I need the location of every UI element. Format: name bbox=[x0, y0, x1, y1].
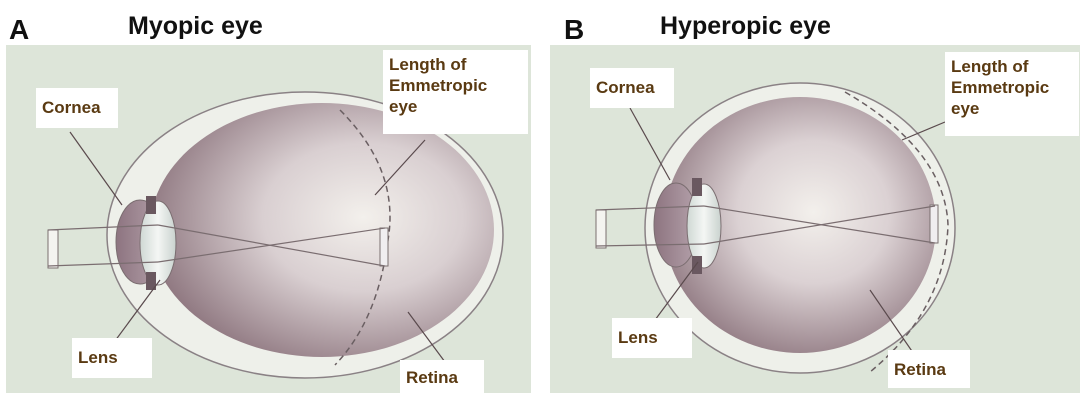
panel-a-length-line3: eye bbox=[389, 96, 522, 117]
panel-a-length-label: Length of Emmetropic eye bbox=[383, 50, 528, 134]
panel-a-lens-label: Lens bbox=[72, 338, 152, 378]
panel-a-length-line1: Length of bbox=[389, 54, 522, 75]
panel-b-lens-text: Lens bbox=[618, 327, 686, 348]
panel-b-cornea-label: Cornea bbox=[590, 68, 674, 108]
panel-a-retina-label: Retina bbox=[400, 360, 484, 394]
panel-b-cornea-text: Cornea bbox=[596, 77, 668, 98]
panel-b-length-label: Length of Emmetropic eye bbox=[945, 52, 1079, 136]
panel-b-iris-bottom bbox=[692, 256, 702, 274]
panel-a-length-line2: Emmetropic bbox=[389, 75, 522, 96]
panel-b-letter: B bbox=[564, 14, 584, 46]
panel-a-letter: A bbox=[9, 14, 29, 46]
panel-b-length-line2: Emmetropic bbox=[951, 77, 1073, 98]
panel-a-lens bbox=[140, 201, 176, 285]
panel-b-image bbox=[930, 205, 938, 243]
panel-a-iris-top bbox=[146, 196, 156, 214]
panel-a-cornea-text: Cornea bbox=[42, 97, 112, 118]
panel-a-title: Myopic eye bbox=[128, 12, 263, 41]
panel-a-retina-text: Retina bbox=[406, 367, 478, 388]
panel-b-iris-top bbox=[692, 178, 702, 196]
panel-b-retina-label: Retina bbox=[888, 350, 970, 388]
panel-b-lens-label: Lens bbox=[612, 318, 692, 358]
panel-a-lens-text: Lens bbox=[78, 347, 146, 368]
panel-a-object bbox=[48, 230, 58, 268]
panel-b-length-line1: Length of bbox=[951, 56, 1073, 77]
panel-b-lens bbox=[687, 184, 721, 268]
panel-a-cornea-label: Cornea bbox=[36, 88, 118, 128]
panel-b-object bbox=[596, 210, 606, 248]
panel-b-length-line3: eye bbox=[951, 98, 1073, 119]
panel-a-eyeball bbox=[150, 103, 494, 357]
panel-b-retina-text: Retina bbox=[894, 359, 964, 380]
panel-a-image bbox=[380, 228, 388, 266]
panel-b-title: Hyperopic eye bbox=[660, 12, 831, 41]
